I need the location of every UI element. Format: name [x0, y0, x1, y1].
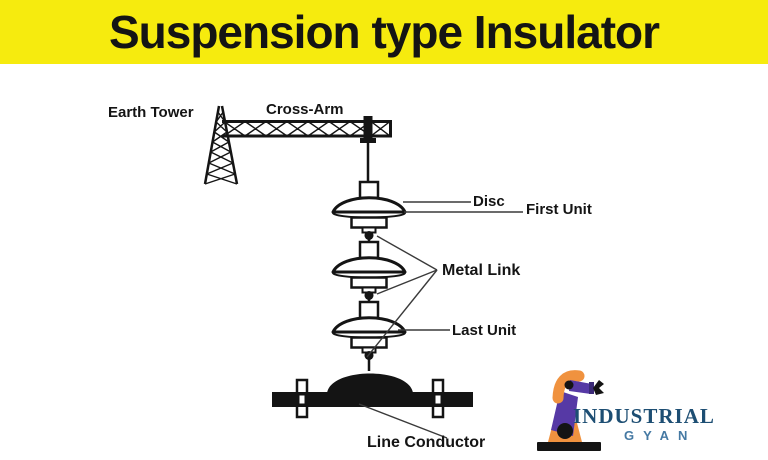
page-title: Suspension type Insulator [108, 6, 660, 58]
label-metal-link: Metal Link [442, 262, 521, 279]
label-line-conductor: Line Conductor [367, 434, 486, 451]
line-conductor-drawing [272, 373, 473, 419]
suspension-attachment [360, 116, 376, 182]
insulator-unit-3 [331, 300, 407, 362]
label-cross-arm: Cross-Arm [266, 101, 344, 118]
label-earth-tower: Earth Tower [108, 104, 194, 121]
logo-wordmark: INDUSTRIAL [573, 404, 715, 428]
logo-subname: GYAN [624, 428, 697, 443]
robot-arm-icon [537, 370, 604, 451]
leader-lines [358, 201, 523, 439]
insulator-unit-1 [331, 180, 407, 242]
label-last-unit: Last Unit [452, 322, 517, 339]
title-banner: Suspension type Insulator [0, 0, 768, 64]
insulator-unit-2 [331, 240, 407, 302]
label-disc: Disc [473, 193, 505, 210]
earth-tower-drawing [203, 105, 239, 185]
label-first-unit: First Unit [526, 201, 592, 218]
